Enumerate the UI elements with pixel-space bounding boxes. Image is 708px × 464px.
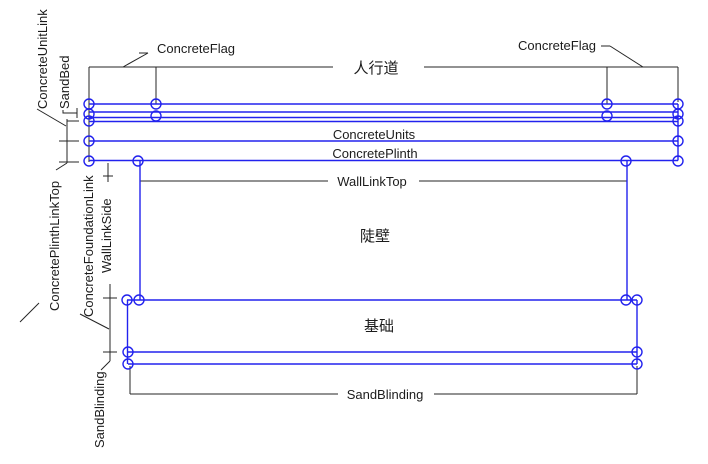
leader-line [609, 45, 644, 68]
link-node [150, 110, 162, 122]
concrete-flag-callout-right: ConcreteFlag [518, 38, 644, 68]
leader-line [36, 108, 67, 127]
sand-blinding-dim-label: SandBlinding [347, 387, 424, 402]
sand-blinding-dimension: SandBlinding [129, 366, 638, 402]
link-node [83, 108, 95, 120]
concrete-flag-label-left: ConcreteFlag [157, 41, 235, 56]
link-node [133, 294, 145, 306]
link-node [121, 294, 133, 306]
link-node [83, 115, 95, 127]
leader-line [122, 52, 149, 68]
upper-reference-chain [59, 119, 79, 163]
link-node [631, 294, 643, 306]
sand-blinding-left-label: SandBlinding [92, 371, 107, 448]
concrete-units-label: ConcreteUnits [333, 127, 416, 142]
link-node [83, 135, 95, 147]
concrete-flag-label-right: ConcreteFlag [518, 38, 596, 53]
link-node [150, 98, 162, 110]
wall-link-top-dimension: WallLinkTop [140, 174, 628, 189]
wall-link-top-label: WallLinkTop [337, 174, 407, 189]
link-node [122, 358, 134, 370]
concrete-plinth-label: ConcretePlinth [332, 146, 417, 161]
leader-line [55, 162, 68, 171]
link-node [672, 155, 684, 167]
concrete-plinth-link-top-label: ConcretePlinthLinkTop [47, 181, 62, 311]
link-node [132, 155, 144, 167]
leader-line [100, 360, 111, 371]
leader-line [79, 313, 110, 330]
sand-bed-label: SandBed [57, 56, 72, 110]
concrete-foundation-link-label: ConcreteFoundationLink [81, 175, 96, 317]
link-node [672, 115, 684, 127]
leader-line [19, 302, 40, 323]
layer-lines: ConcreteUnits ConcretePlinth [89, 103, 679, 162]
foundation-label: 基础 [364, 318, 394, 335]
left-callouts: ConcreteUnitLink SandBed ConcretePlinthL… [19, 9, 117, 448]
link-node [620, 294, 632, 306]
link-node [83, 155, 95, 167]
link-nodes [83, 98, 684, 370]
link-node [672, 135, 684, 147]
wall-label: 陡壁 [360, 228, 390, 245]
concrete-flag-callout-left: ConcreteFlag [122, 41, 235, 68]
concrete-unit-link-label: ConcreteUnitLink [35, 9, 50, 109]
wall-outline: 陡壁 [139, 160, 628, 300]
link-node [620, 155, 632, 167]
link-node [601, 98, 613, 110]
leader-line [62, 110, 77, 114]
wall-link-side-label: WallLinkSide [99, 198, 114, 273]
lower-reference-chain [103, 284, 117, 361]
sidewalk-dimension: 人行道 [88, 60, 679, 162]
link-node [672, 108, 684, 120]
link-node [122, 346, 134, 358]
sidewalk-label: 人行道 [353, 60, 398, 77]
link-node [631, 358, 643, 370]
foundation-outline: 基础 [126, 299, 638, 365]
link-node [631, 346, 643, 358]
link-node [601, 110, 613, 122]
